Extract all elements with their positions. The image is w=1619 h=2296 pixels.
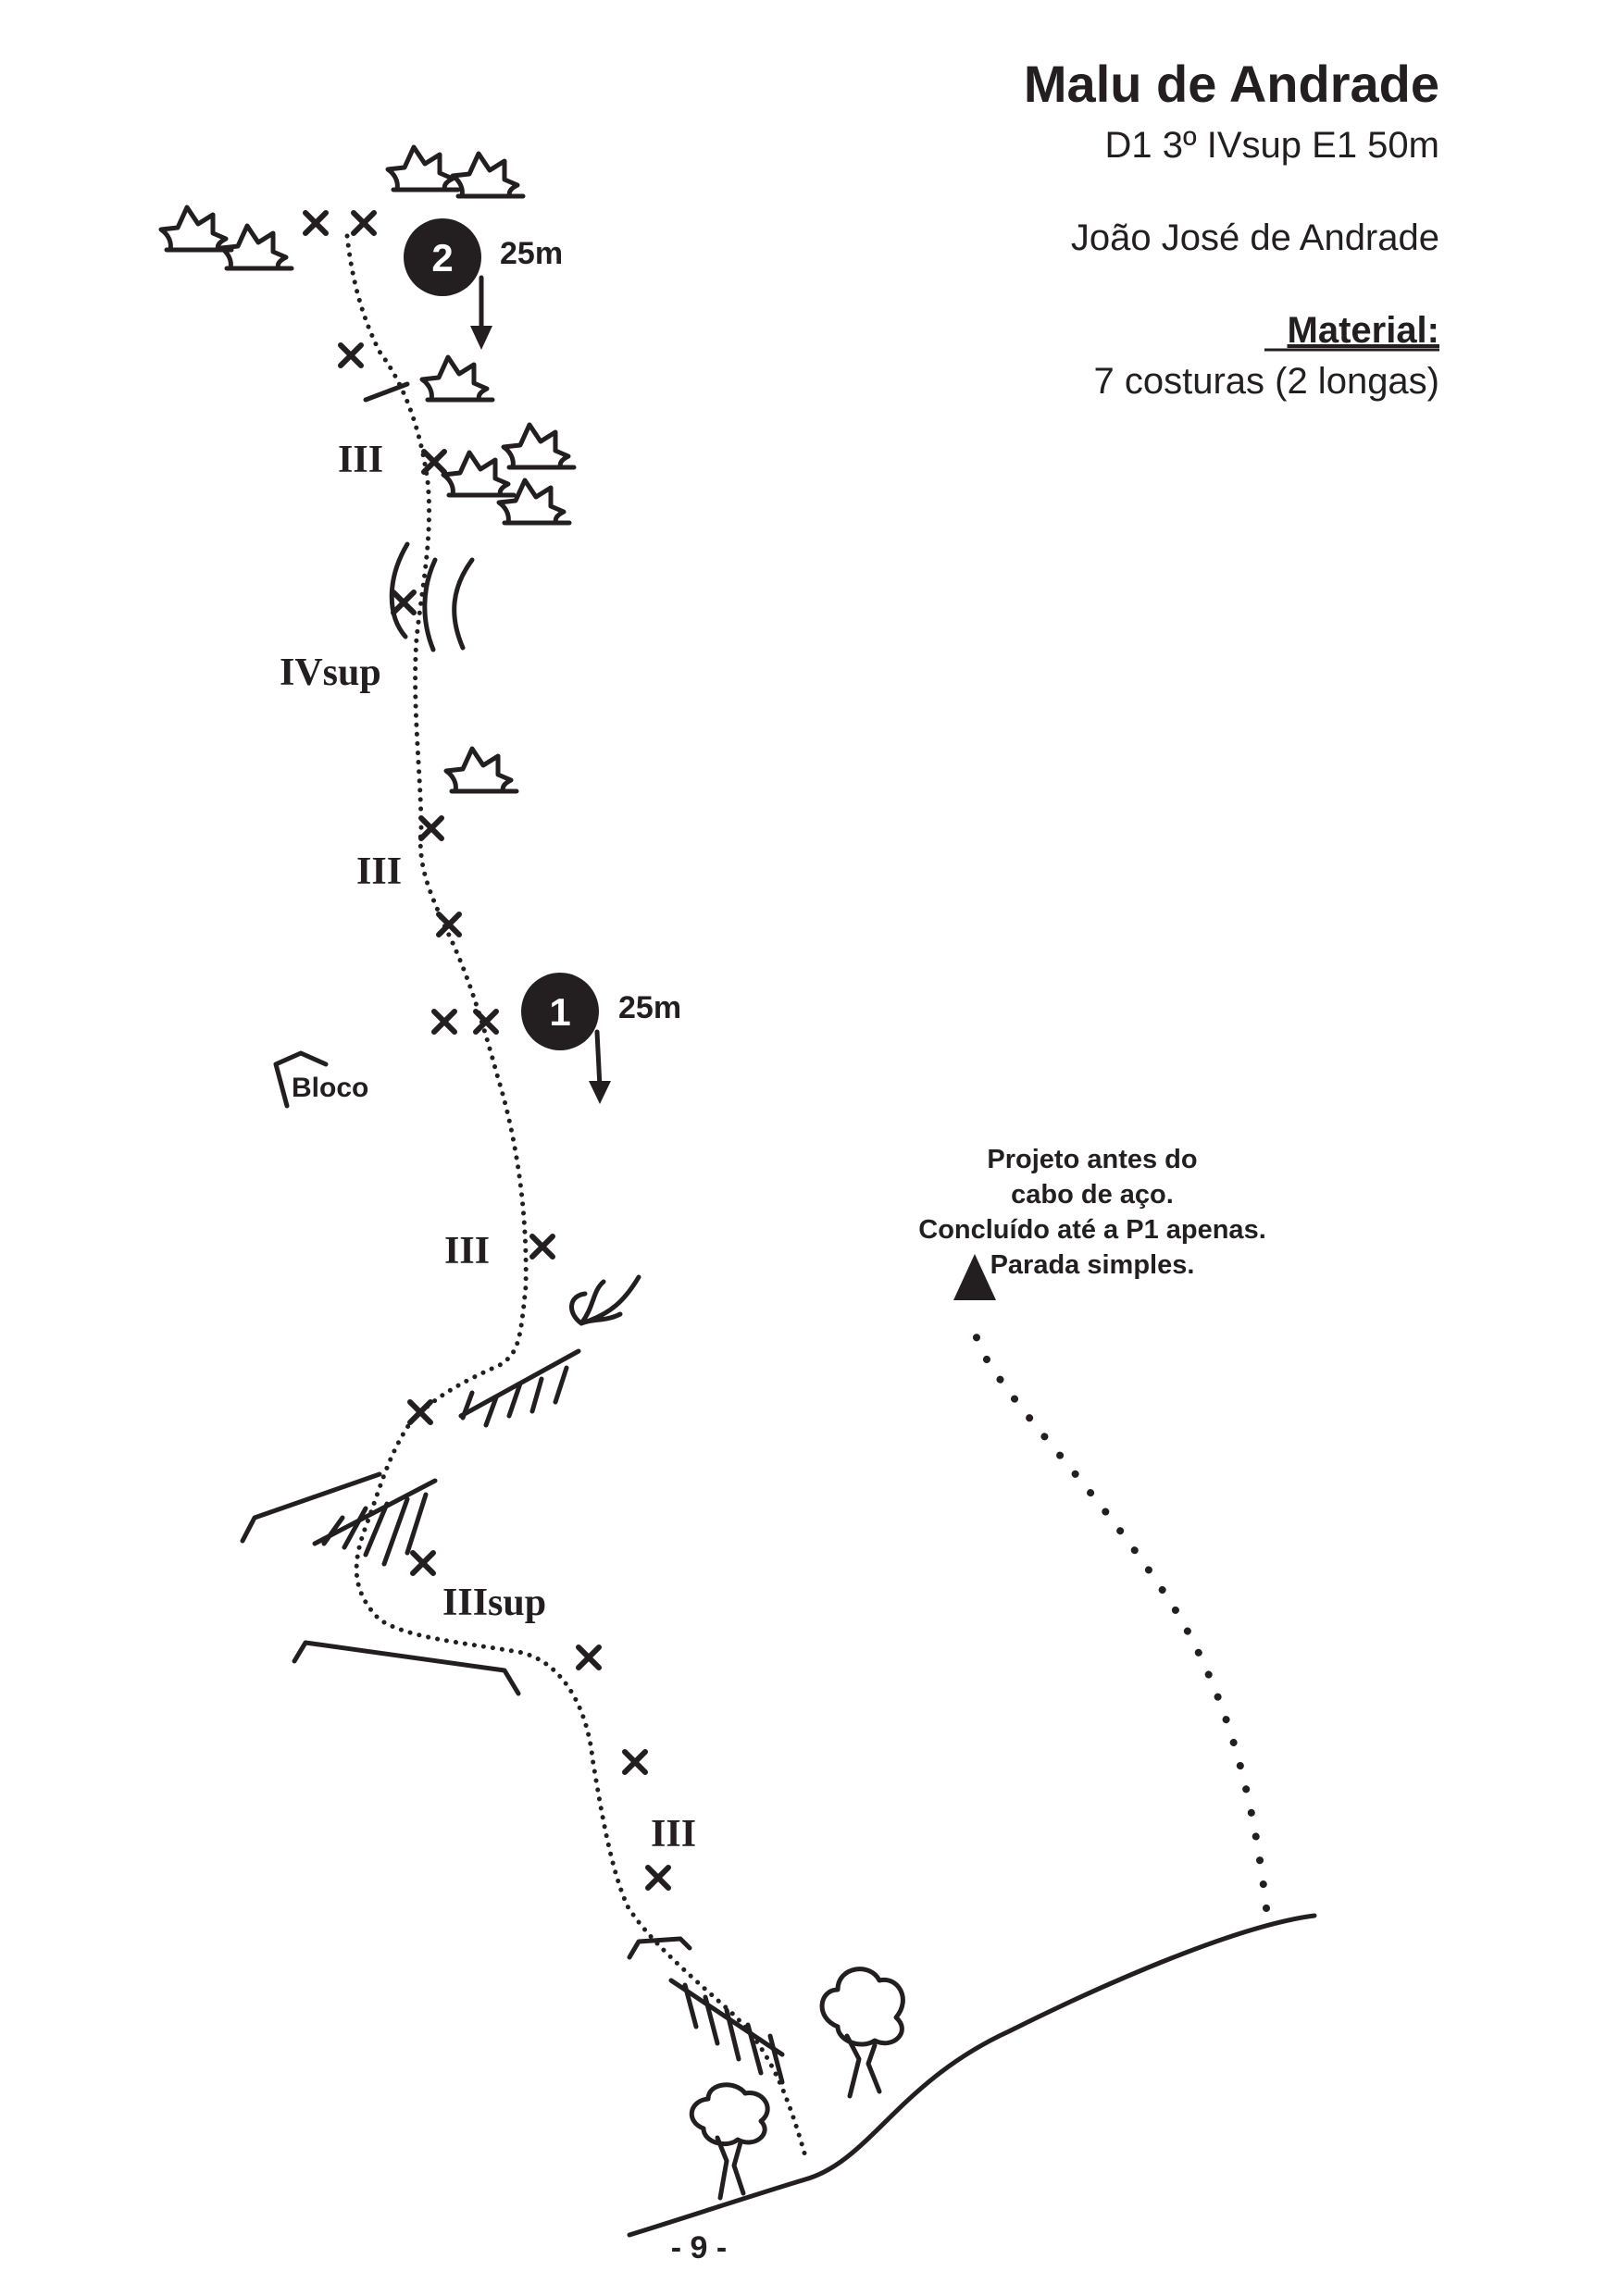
bush-cluster-mid	[443, 425, 574, 523]
bush-single	[446, 749, 517, 791]
first-ascent: João José de Andrade	[1071, 217, 1439, 258]
project-note-line: cabo de aço.	[1011, 1180, 1174, 1210]
anchor-2-circle	[404, 218, 481, 296]
project-note-line: Concluído até a P1 apenas.	[918, 1215, 1266, 1245]
bolt	[431, 1009, 457, 1035]
pitch-1-length: 25m	[618, 990, 681, 1025]
grade-label: III	[444, 1230, 490, 1272]
approach-line	[971, 1310, 1270, 1912]
tree-right	[819, 1967, 905, 2099]
bush-cluster-top-right	[388, 147, 523, 196]
ledge-middle	[240, 1471, 438, 1567]
project-note-line: Parada simples.	[990, 1250, 1195, 1280]
ledge-lower	[292, 1640, 521, 1696]
grade-label: III	[338, 439, 383, 481]
anchor-1-number: 1	[549, 990, 570, 1034]
bolt	[473, 1009, 499, 1035]
anchor-1-arrow	[594, 1029, 603, 1090]
bolt	[436, 912, 462, 937]
bloco-label: Bloco	[292, 1073, 368, 1103]
bolt	[529, 1234, 555, 1260]
project-note-line: Projeto antes do	[987, 1145, 1197, 1174]
route-name: Malu de Andrade	[1024, 55, 1439, 113]
anchor-2: 2 25m	[404, 218, 563, 350]
page-number: - 9 -	[671, 2230, 727, 2265]
grade-label: IIIsup	[442, 1582, 546, 1624]
bolt	[351, 210, 377, 236]
anchor-1-circle	[521, 973, 599, 1050]
approach-arrowhead	[953, 1254, 996, 1300]
grade-label: III	[651, 1813, 696, 1855]
pitch-2-length: 25m	[500, 236, 563, 271]
bolt	[338, 342, 364, 368]
bolt	[391, 590, 417, 615]
anchor-1: 1 25m	[521, 973, 681, 1104]
bolt	[407, 1399, 433, 1425]
bush-cluster-top-left	[161, 207, 292, 268]
bloco-shape	[273, 1050, 329, 1109]
bolt	[622, 1749, 648, 1775]
bolt	[576, 1644, 602, 1670]
material-list: 7 costuras (2 longas)	[1093, 361, 1439, 402]
crack-lines	[389, 541, 475, 652]
bolt	[410, 1550, 436, 1576]
route-line	[344, 233, 808, 2159]
anchor-2-number: 2	[431, 236, 453, 279]
bolt	[421, 449, 447, 475]
tree-left	[689, 2082, 770, 2201]
grass-tuft	[569, 1274, 641, 1326]
grade-label: III	[356, 850, 402, 893]
project-note: Projeto antes do cabo de aço. Concluído …	[918, 1145, 1266, 1280]
bush-below-anchor-2	[363, 357, 492, 403]
material-title: Material:	[1288, 310, 1440, 351]
bolt	[418, 815, 444, 841]
bolt	[645, 1865, 671, 1891]
ground-line	[627, 1913, 1317, 2238]
slab-base	[627, 1936, 785, 2085]
route-info: D1 3º IVsup E1 50m	[1105, 125, 1439, 166]
slab-upper	[458, 1348, 581, 1428]
bolts	[303, 210, 671, 1891]
bolt	[303, 210, 329, 236]
grade-label: IVsup	[280, 652, 381, 694]
